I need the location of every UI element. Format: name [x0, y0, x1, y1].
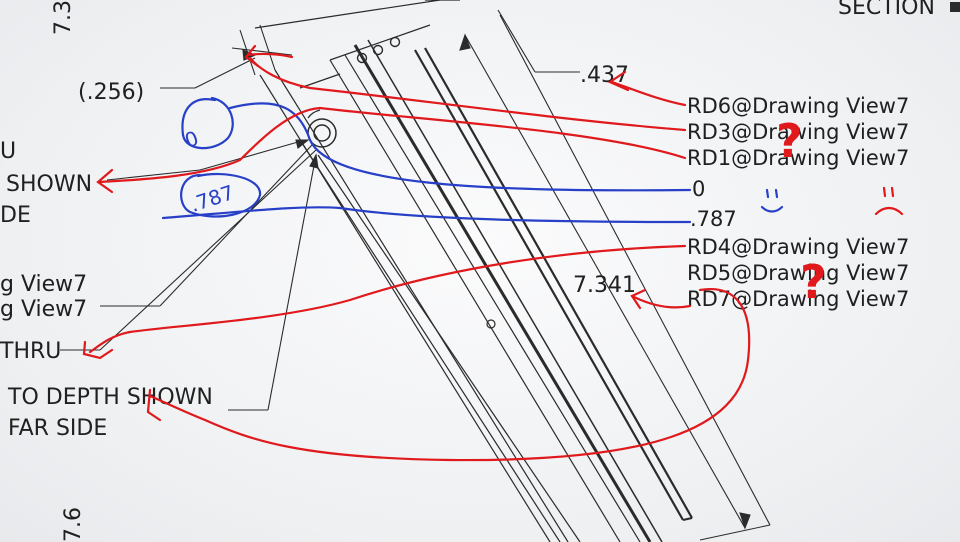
red-arrow-256-head	[244, 44, 260, 68]
red-frown-eye	[890, 186, 895, 198]
blue-circle-787	[180, 172, 262, 218]
part-edge	[317, 154, 581, 542]
pin	[486, 319, 496, 329]
red-arrow-shown-head	[96, 168, 114, 194]
red-link-rd1	[98, 106, 687, 184]
part-edge	[329, 24, 431, 61]
blue-handwritten-787: .787	[187, 180, 237, 217]
dim-256-arrow	[231, 47, 293, 56]
dim-256-leader	[194, 57, 256, 89]
red-frown	[874, 206, 904, 216]
reference-rd3: RD3@Drawing View7	[687, 120, 909, 144]
leader	[267, 154, 317, 411]
slot-edge	[414, 49, 684, 521]
red-handwriting: ? ?	[776, 114, 827, 309]
arrowhead	[739, 512, 751, 530]
red-arrow-256	[246, 52, 294, 59]
arrowhead	[459, 33, 471, 51]
red-arrow-rd6-head	[607, 70, 630, 92]
red-arrow-7341-head	[630, 288, 647, 310]
blue-link-787	[161, 206, 692, 224]
side-number-top: 7.3	[51, 0, 76, 35]
value-zero: 0	[692, 177, 705, 201]
dim-7341-ext	[499, 14, 771, 526]
leader	[99, 149, 317, 351]
blue-circle-zero	[181, 96, 234, 150]
part-edge	[254, 0, 441, 29]
blue-smile	[760, 205, 784, 213]
blue-handwritten-zero: 0	[182, 126, 202, 153]
leader	[106, 169, 201, 181]
arrowhead	[295, 139, 310, 149]
dimension-lines	[60, 9, 771, 541]
blue-link-zero	[228, 102, 692, 192]
note-u: U	[0, 139, 16, 164]
pivot-arc	[307, 109, 321, 119]
note-de: DE	[0, 203, 31, 228]
part-edge	[344, 54, 641, 542]
part-edge	[299, 139, 561, 542]
mount-hole	[389, 36, 401, 48]
value-787: .787	[690, 207, 737, 231]
red-arrow-depth-head	[146, 388, 162, 422]
side-number-bottom: 7.6	[61, 507, 86, 542]
section-marker	[950, 2, 960, 12]
section-label: SECTION	[838, 0, 935, 20]
part-edge	[329, 59, 621, 542]
blue-smile-eye	[774, 188, 779, 199]
red-arrow-7341	[630, 294, 692, 309]
pivot-hole-inner	[313, 124, 331, 142]
leader	[199, 139, 306, 171]
red-question-mark-top: ?	[776, 114, 803, 168]
reference-rd1: RD1@Drawing View7	[687, 146, 909, 170]
reference-rd4: RD4@Drawing View7	[687, 235, 909, 259]
mount-hole	[372, 44, 384, 56]
leader	[159, 144, 313, 307]
dim-7341-line	[464, 34, 746, 529]
part-geometry	[254, 0, 693, 542]
part-edge	[299, 73, 341, 89]
mount-hole	[356, 52, 368, 64]
red-link-rd3	[248, 56, 687, 132]
red-loop-rd7	[148, 288, 751, 462]
blue-smile-eye	[765, 188, 770, 199]
red-annotations	[82, 44, 904, 462]
reference-rd5: RD5@Drawing View7	[687, 261, 909, 285]
dim-256-ext	[259, 24, 276, 71]
note-view7-b: g View7	[0, 297, 87, 322]
rail	[353, 44, 652, 542]
note-thru: THRU	[0, 339, 61, 364]
rail	[367, 39, 663, 542]
slot-end	[682, 517, 693, 521]
note-view7-a: g View7	[0, 272, 87, 297]
note-far-side: FAR SIDE	[8, 416, 107, 441]
dim-437-ext	[497, 9, 536, 73]
reference-rd6: RD6@Drawing View7	[687, 94, 909, 118]
blue-annotations	[161, 96, 784, 224]
slot-edge	[424, 47, 693, 519]
part-edge	[274, 69, 569, 542]
red-question-mark-bottom: ?	[800, 255, 827, 309]
red-frown-eye	[882, 186, 887, 198]
note-depth: TO DEPTH SHOWN	[7, 385, 213, 410]
arrowhead	[309, 153, 319, 169]
note-shown: SHOWN	[6, 172, 92, 197]
red-arrow-thru-head	[82, 340, 114, 360]
red-arrow-rd6	[610, 80, 687, 107]
dim-7341-ext-b	[699, 524, 771, 541]
red-link-rd4	[88, 244, 687, 354]
dim-7341-label: 7.341	[573, 273, 636, 298]
dim-256-label: (.256)	[78, 80, 144, 105]
